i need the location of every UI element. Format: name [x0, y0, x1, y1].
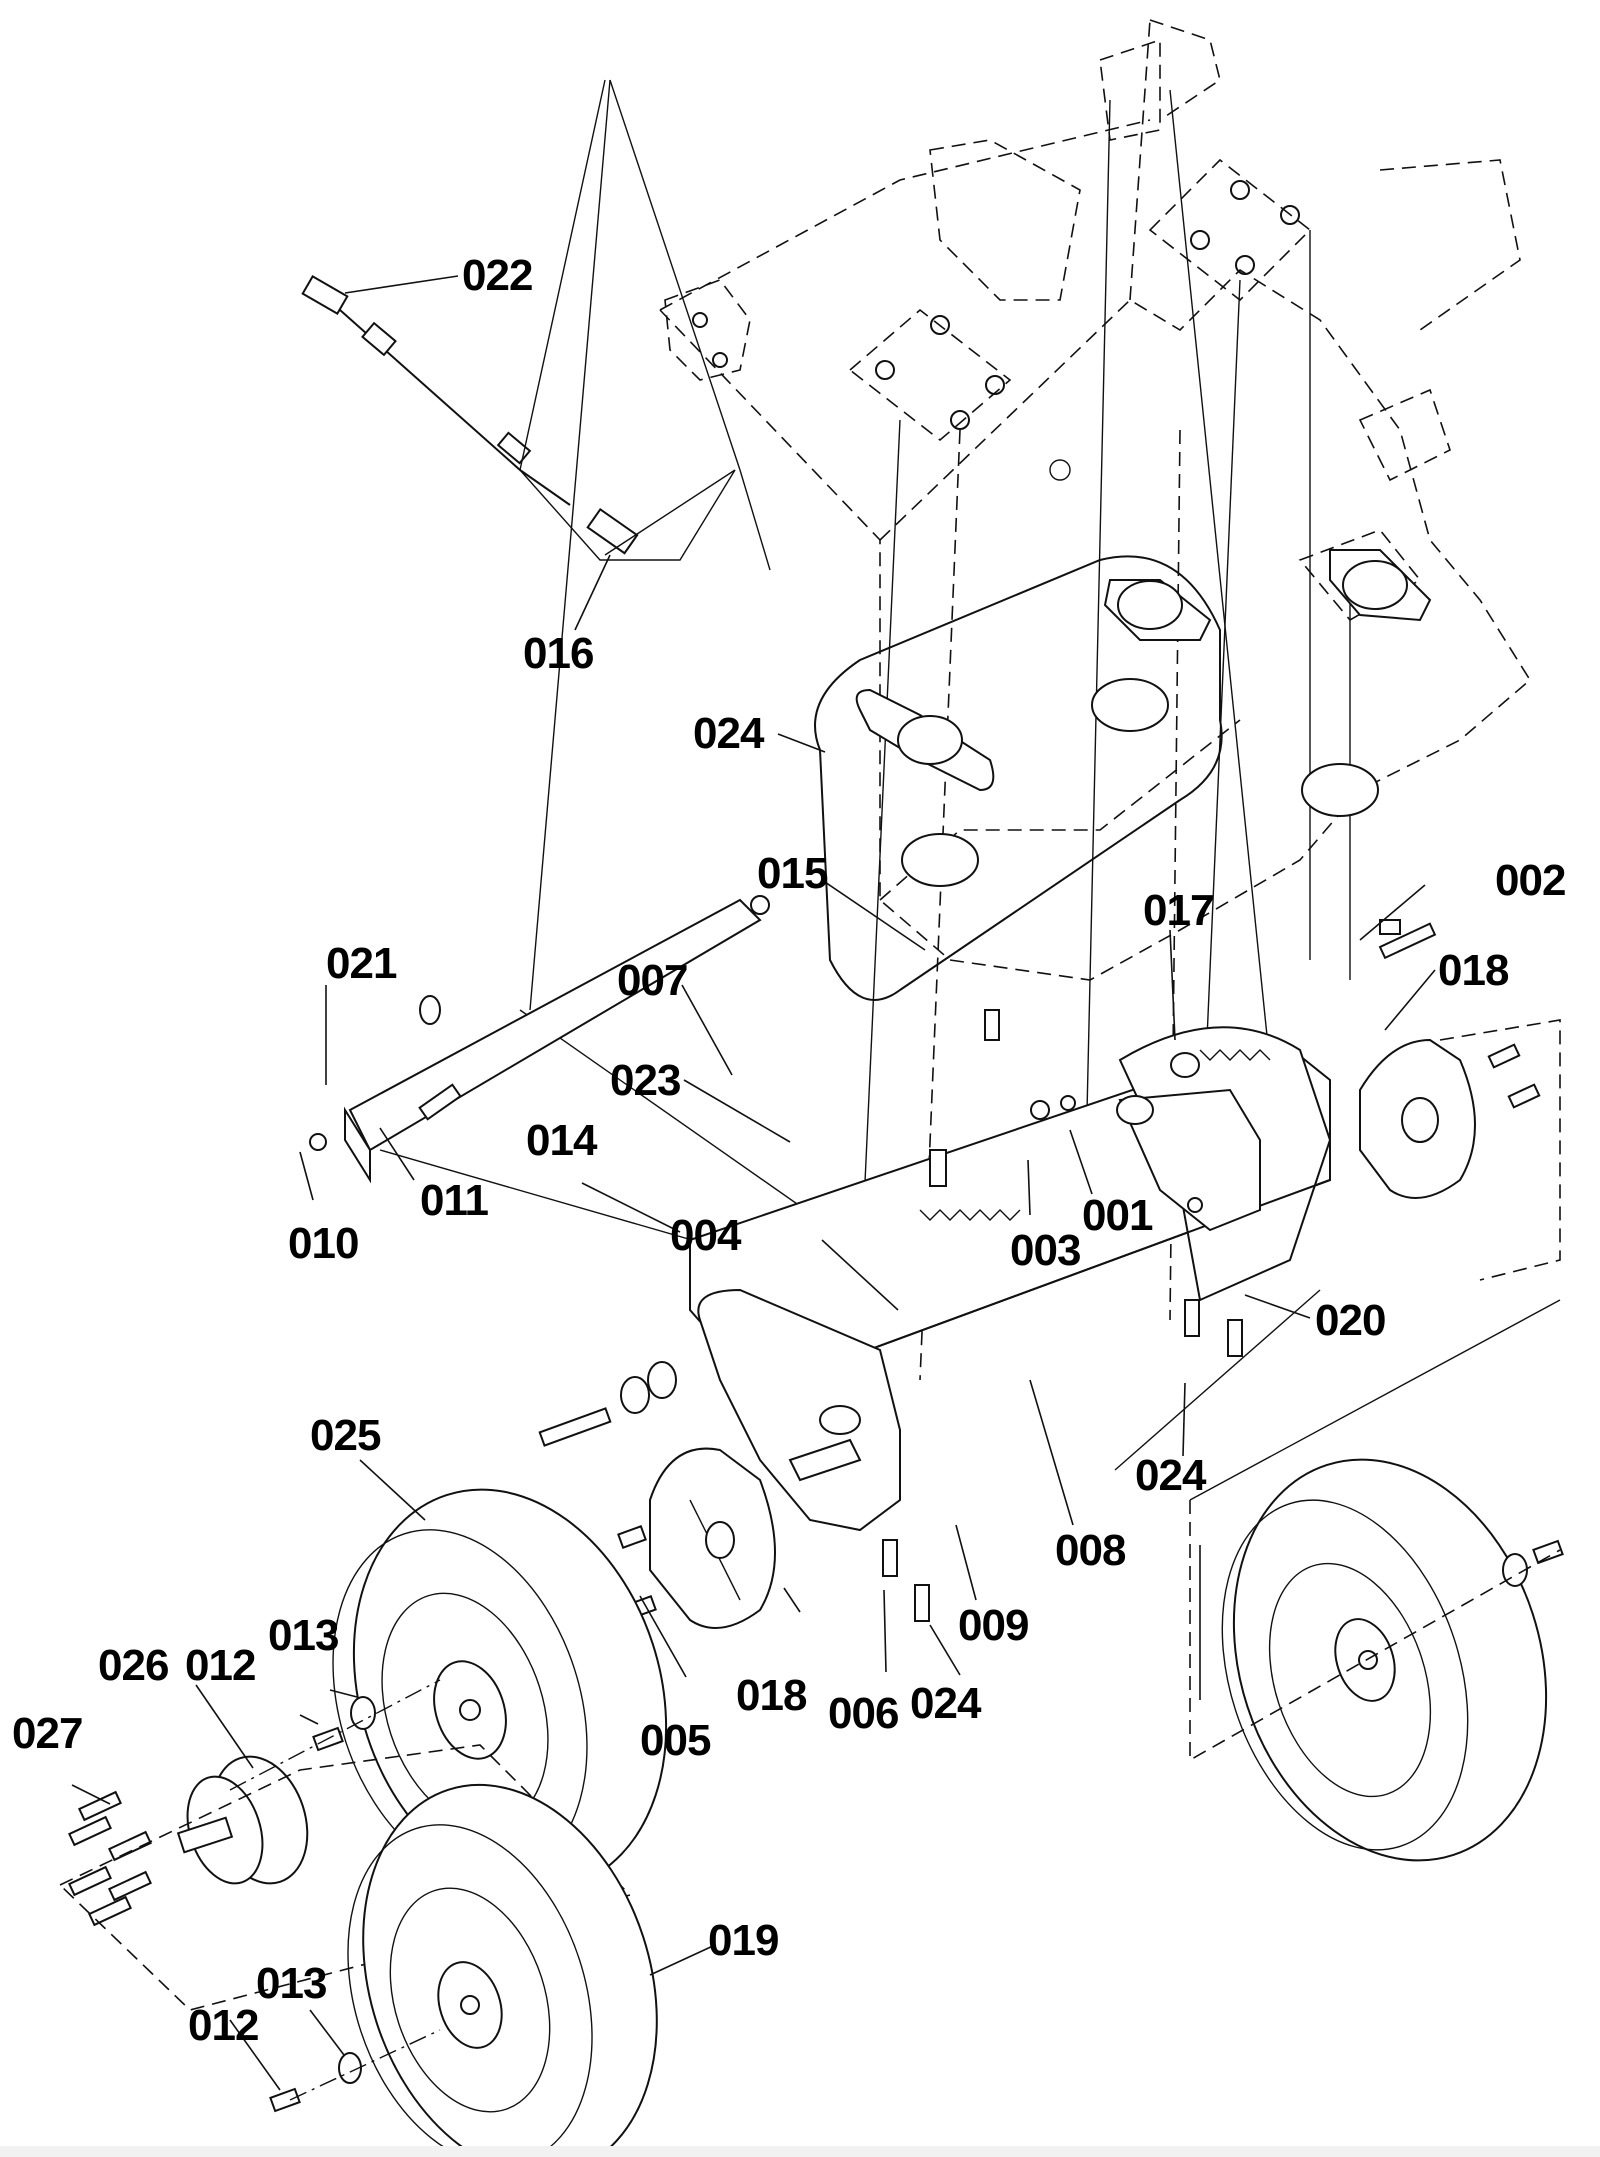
wheel-left-lower — [347, 1783, 658, 2157]
callout-010: 010 — [288, 1219, 358, 1268]
flanged-bushing-left — [855, 688, 995, 887]
callout-009: 009 — [958, 1601, 1028, 1650]
fasteners — [538, 919, 1541, 1622]
brake-shoe-right — [1359, 1038, 1476, 1199]
flanged-bushing-right — [1301, 549, 1432, 817]
chassis-frame-outline — [659, 19, 1532, 981]
callout-012-lower: 012 — [188, 2001, 258, 2050]
callout-015: 015 — [757, 849, 828, 898]
callout-020: 020 — [1315, 1296, 1385, 1345]
callout-024-lower: 024 — [910, 1679, 982, 1728]
bolt-right — [1532, 1539, 1564, 1565]
bushing-group-outline — [814, 555, 1223, 1001]
callout-012-upper: 012 — [185, 1641, 255, 1690]
callout-021: 021 — [326, 939, 397, 988]
axis-line-lower — [289, 2029, 441, 2101]
nut-lever — [309, 1133, 327, 1151]
brake-plate-right — [1116, 1052, 1261, 1232]
cable-group-outline — [519, 79, 736, 561]
callout-004: 004 — [670, 1211, 742, 1260]
callout-025: 025 — [310, 1411, 381, 1460]
callout-027: 027 — [12, 1709, 82, 1758]
wheel-right — [1221, 1458, 1548, 1862]
callout-016: 016 — [523, 629, 593, 678]
washer-lower — [338, 2052, 362, 2084]
callout-024-right: 024 — [1135, 1451, 1207, 1500]
axis-line-upper — [229, 1679, 441, 1791]
callout-022: 022 — [462, 251, 532, 300]
callout-026: 026 — [98, 1641, 168, 1690]
callout-018-left: 018 — [736, 1671, 807, 1720]
callout-001: 001 — [1082, 1191, 1153, 1240]
pin — [418, 1083, 462, 1121]
frame-bracket-mid — [929, 38, 1161, 301]
callout-002: 002 — [1495, 856, 1565, 905]
frame-bracket-far-left — [664, 279, 751, 381]
spring-right — [1199, 1049, 1271, 1061]
callout-008: 008 — [1055, 1526, 1126, 1575]
right-wheel-group-outline-top — [1189, 1299, 1561, 1501]
callout-013-upper: 013 — [268, 1611, 338, 1660]
washer-right — [1502, 1553, 1528, 1587]
callout-019: 019 — [708, 1916, 778, 1965]
flanged-bushing-center — [1091, 579, 1212, 732]
bottom-scan-border — [0, 2146, 1600, 2157]
callout-014: 014 — [526, 1116, 598, 1165]
callout-024-group: 024 — [693, 709, 765, 758]
callout-013-lower: 013 — [256, 1959, 326, 2008]
brake-shoe-left — [649, 1447, 776, 1629]
hub — [176, 1755, 309, 1885]
frame-bracket-upper-left — [848, 308, 1012, 442]
callout-011: 011 — [420, 1176, 489, 1225]
frame-bracket-upper-right — [1148, 158, 1312, 302]
washer-upper — [350, 1696, 376, 1730]
callout-017: 017 — [1143, 886, 1213, 935]
spring-left — [919, 1209, 1021, 1221]
callout-005: 005 — [640, 1716, 711, 1765]
callout-003: 003 — [1010, 1226, 1080, 1275]
brake-group-outline-right — [1439, 1019, 1561, 1281]
leader-lines — [71, 275, 1436, 2091]
callout-018-right: 018 — [1438, 946, 1509, 995]
cable-clevis — [586, 507, 639, 555]
callout-labels: 022 016 024 015 002 017 018 021 007 023 … — [12, 251, 1566, 2050]
socket-head-screws — [68, 1790, 152, 1927]
brake-plate-left — [697, 1288, 901, 1532]
callout-023: 023 — [610, 1056, 680, 1105]
brake-cable — [301, 274, 571, 506]
clevis-outline-line — [604, 469, 736, 556]
bolt-lower — [269, 2087, 301, 2113]
callout-006: 006 — [828, 1689, 898, 1738]
callout-007: 007 — [617, 956, 687, 1005]
